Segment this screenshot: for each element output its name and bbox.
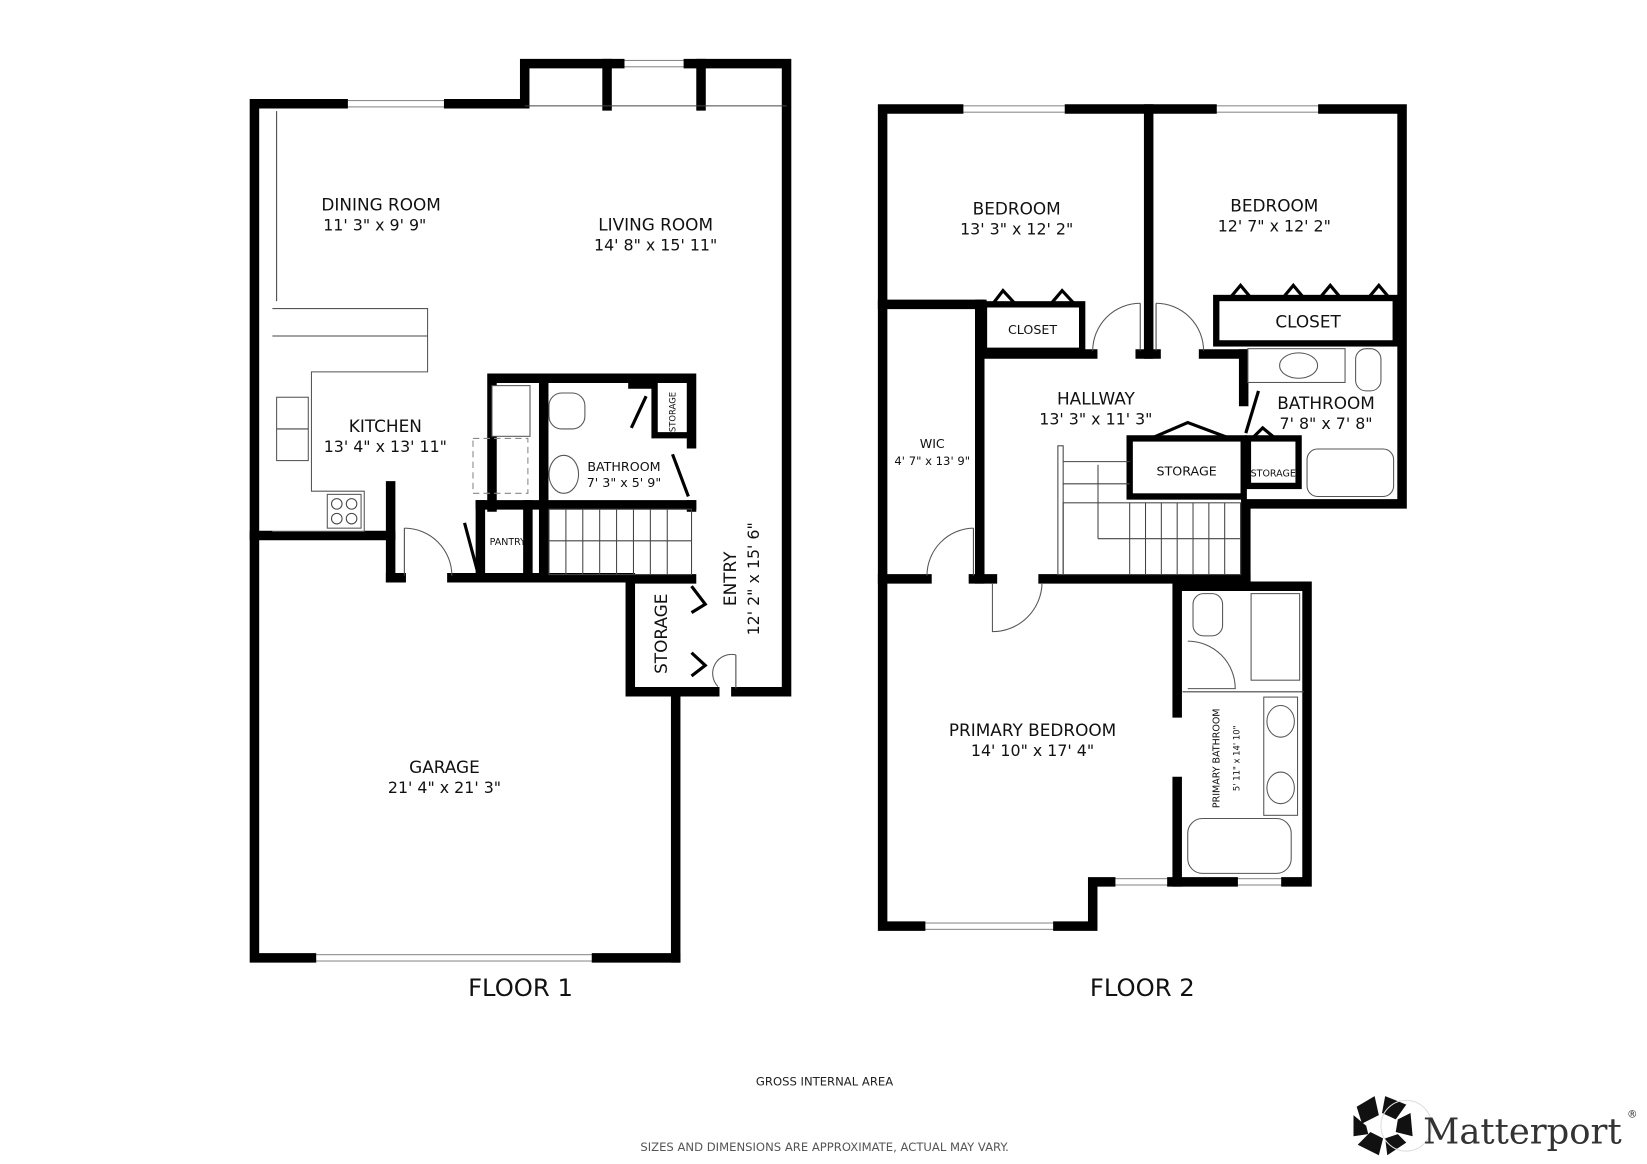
wall: [1053, 877, 1116, 931]
sink-icon: [1279, 352, 1319, 379]
door-swing: [712, 653, 736, 687]
room-dims: 5' 11" x 14' 10": [1231, 725, 1241, 791]
room-dims: 12' 2" x 15' 6": [744, 522, 763, 635]
room-dims: 7' 3" x 5' 9": [587, 475, 661, 490]
storage: [1126, 435, 1247, 500]
toilet-icon: [1355, 348, 1382, 392]
room-name: DINING ROOM: [321, 194, 441, 214]
closet: [1213, 294, 1399, 347]
bathroom-wall: [487, 373, 697, 512]
room-name: CLOSET: [1275, 312, 1341, 332]
floor-2-plan: BEDROOM 13' 3" x 12' 2" BEDROOM 12' 7" x…: [877, 104, 1407, 1002]
shower-icon: [1250, 593, 1301, 681]
room-name: HALLWAY: [1057, 389, 1135, 409]
stairs: [548, 508, 693, 576]
fridge-icon: [491, 385, 531, 437]
door-swing: [1187, 640, 1236, 690]
room-name: BATHROOM: [587, 459, 660, 474]
room-dims: 11' 3" x 9' 9": [323, 215, 426, 234]
room-name: LIVING ROOM: [598, 214, 713, 234]
room-name: STORAGE: [1251, 468, 1296, 479]
floor-1-plan: DINING ROOM 11' 3" x 9' 9" LIVING ROOM 1…: [249, 58, 792, 1002]
window: [1110, 878, 1173, 886]
brand-name: Matterport: [1423, 1112, 1622, 1153]
room-name: STORAGE: [651, 594, 671, 674]
gross-internal-area-label: GROSS INTERNAL AREA: [756, 1075, 893, 1089]
wall: [1241, 104, 1407, 591]
door: [629, 395, 648, 429]
window: [920, 922, 1059, 930]
room-name: PRIMARY BATHROOM: [1211, 709, 1222, 809]
room-name: PANTRY: [490, 537, 527, 548]
door: [671, 453, 690, 498]
room-name: STORAGE: [668, 392, 678, 432]
garage-door: [310, 954, 598, 962]
room-dims: 12' 7" x 12' 2": [1218, 216, 1331, 235]
room-dims: 13' 3" x 11' 3": [1039, 410, 1152, 429]
room-name: BEDROOM: [973, 199, 1061, 219]
room-name: CLOSET: [1008, 322, 1057, 337]
room-name: WIC: [920, 436, 945, 451]
room-name: PRIMARY BEDROOM: [949, 720, 1116, 740]
floor-2-label: FLOOR 2: [1090, 973, 1195, 1002]
window: [342, 100, 450, 108]
bathtub-icon: [1306, 448, 1395, 498]
room-name: BATHROOM: [1277, 393, 1375, 413]
door-swing: [404, 527, 453, 576]
wall: [683, 58, 792, 697]
sink-icon: [1266, 771, 1295, 805]
room-dims: 4' 7" x 13' 9": [894, 454, 970, 468]
closet-doors: [991, 282, 1391, 440]
room-name: STORAGE: [1157, 463, 1217, 478]
door-swing: [1092, 302, 1141, 351]
table-outline: [472, 437, 529, 494]
wall: [1172, 581, 1312, 887]
storage-wall: [625, 574, 720, 697]
room-dims: 14' 10" x 17' 4": [971, 741, 1094, 760]
matterport-mark-icon: [1353, 1096, 1433, 1156]
registered-mark: ®: [1627, 1108, 1638, 1120]
stairs: [1057, 445, 1242, 576]
door: [1244, 390, 1260, 434]
wall: [443, 58, 625, 109]
room-dims: 21' 4" x 21' 3": [388, 778, 501, 797]
matterport-logo: Matterport ®: [1353, 1096, 1638, 1156]
window: [1211, 105, 1324, 113]
window: [1232, 878, 1287, 886]
wall: [249, 98, 348, 963]
storage-wall: [628, 382, 695, 439]
door-swing: [1156, 302, 1205, 351]
window: [958, 105, 1071, 113]
toilet-icon: [548, 392, 586, 430]
room-name: BEDROOM: [1230, 195, 1318, 215]
door: [690, 585, 708, 614]
kitchen-counter: [272, 111, 531, 532]
window: [619, 59, 689, 68]
door-swing: [991, 583, 1043, 633]
room-dims: 7' 8" x 7' 8": [1280, 414, 1373, 433]
bathtub-icon: [1187, 817, 1292, 874]
room-name: ENTRY: [720, 551, 740, 606]
door: [463, 522, 479, 571]
disclaimer: SIZES AND DIMENSIONS ARE APPROXIMATE, AC…: [640, 1140, 1008, 1154]
sink-icon: [548, 454, 580, 494]
room-dims: 14' 8" x 15' 11": [594, 235, 717, 254]
floor-1-label: FLOOR 1: [468, 973, 573, 1002]
room-dims: 13' 4" x 13' 11": [324, 437, 447, 456]
door: [690, 651, 708, 678]
sink-icon: [1266, 704, 1295, 738]
wall: [877, 104, 964, 931]
door-swing: [926, 527, 974, 576]
room-name: GARAGE: [409, 757, 480, 777]
room-dims: 13' 3" x 12' 2": [960, 220, 1073, 239]
stove-icon: [326, 493, 362, 529]
room-name: KITCHEN: [349, 416, 422, 436]
toilet-icon: [1192, 593, 1224, 637]
